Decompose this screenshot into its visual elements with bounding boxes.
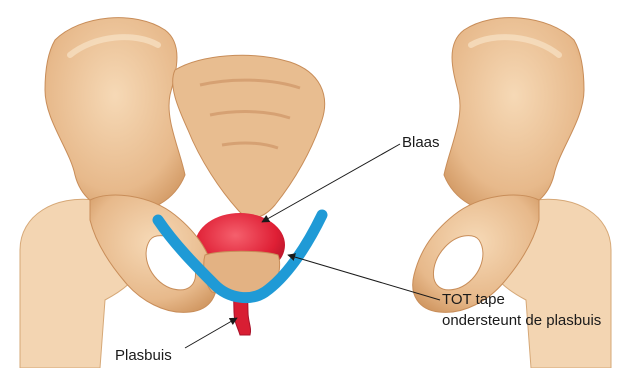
tot-tape-description: ondersteunt de plasbuis: [442, 311, 601, 330]
urethra-arrow: [185, 318, 237, 348]
urethra-label: Plasbuis: [115, 346, 172, 365]
left-ilium: [45, 18, 185, 213]
right-ilium: [444, 18, 584, 213]
bladder-label: Blaas: [402, 133, 440, 152]
tot-tape-label: TOT tape: [442, 290, 505, 309]
